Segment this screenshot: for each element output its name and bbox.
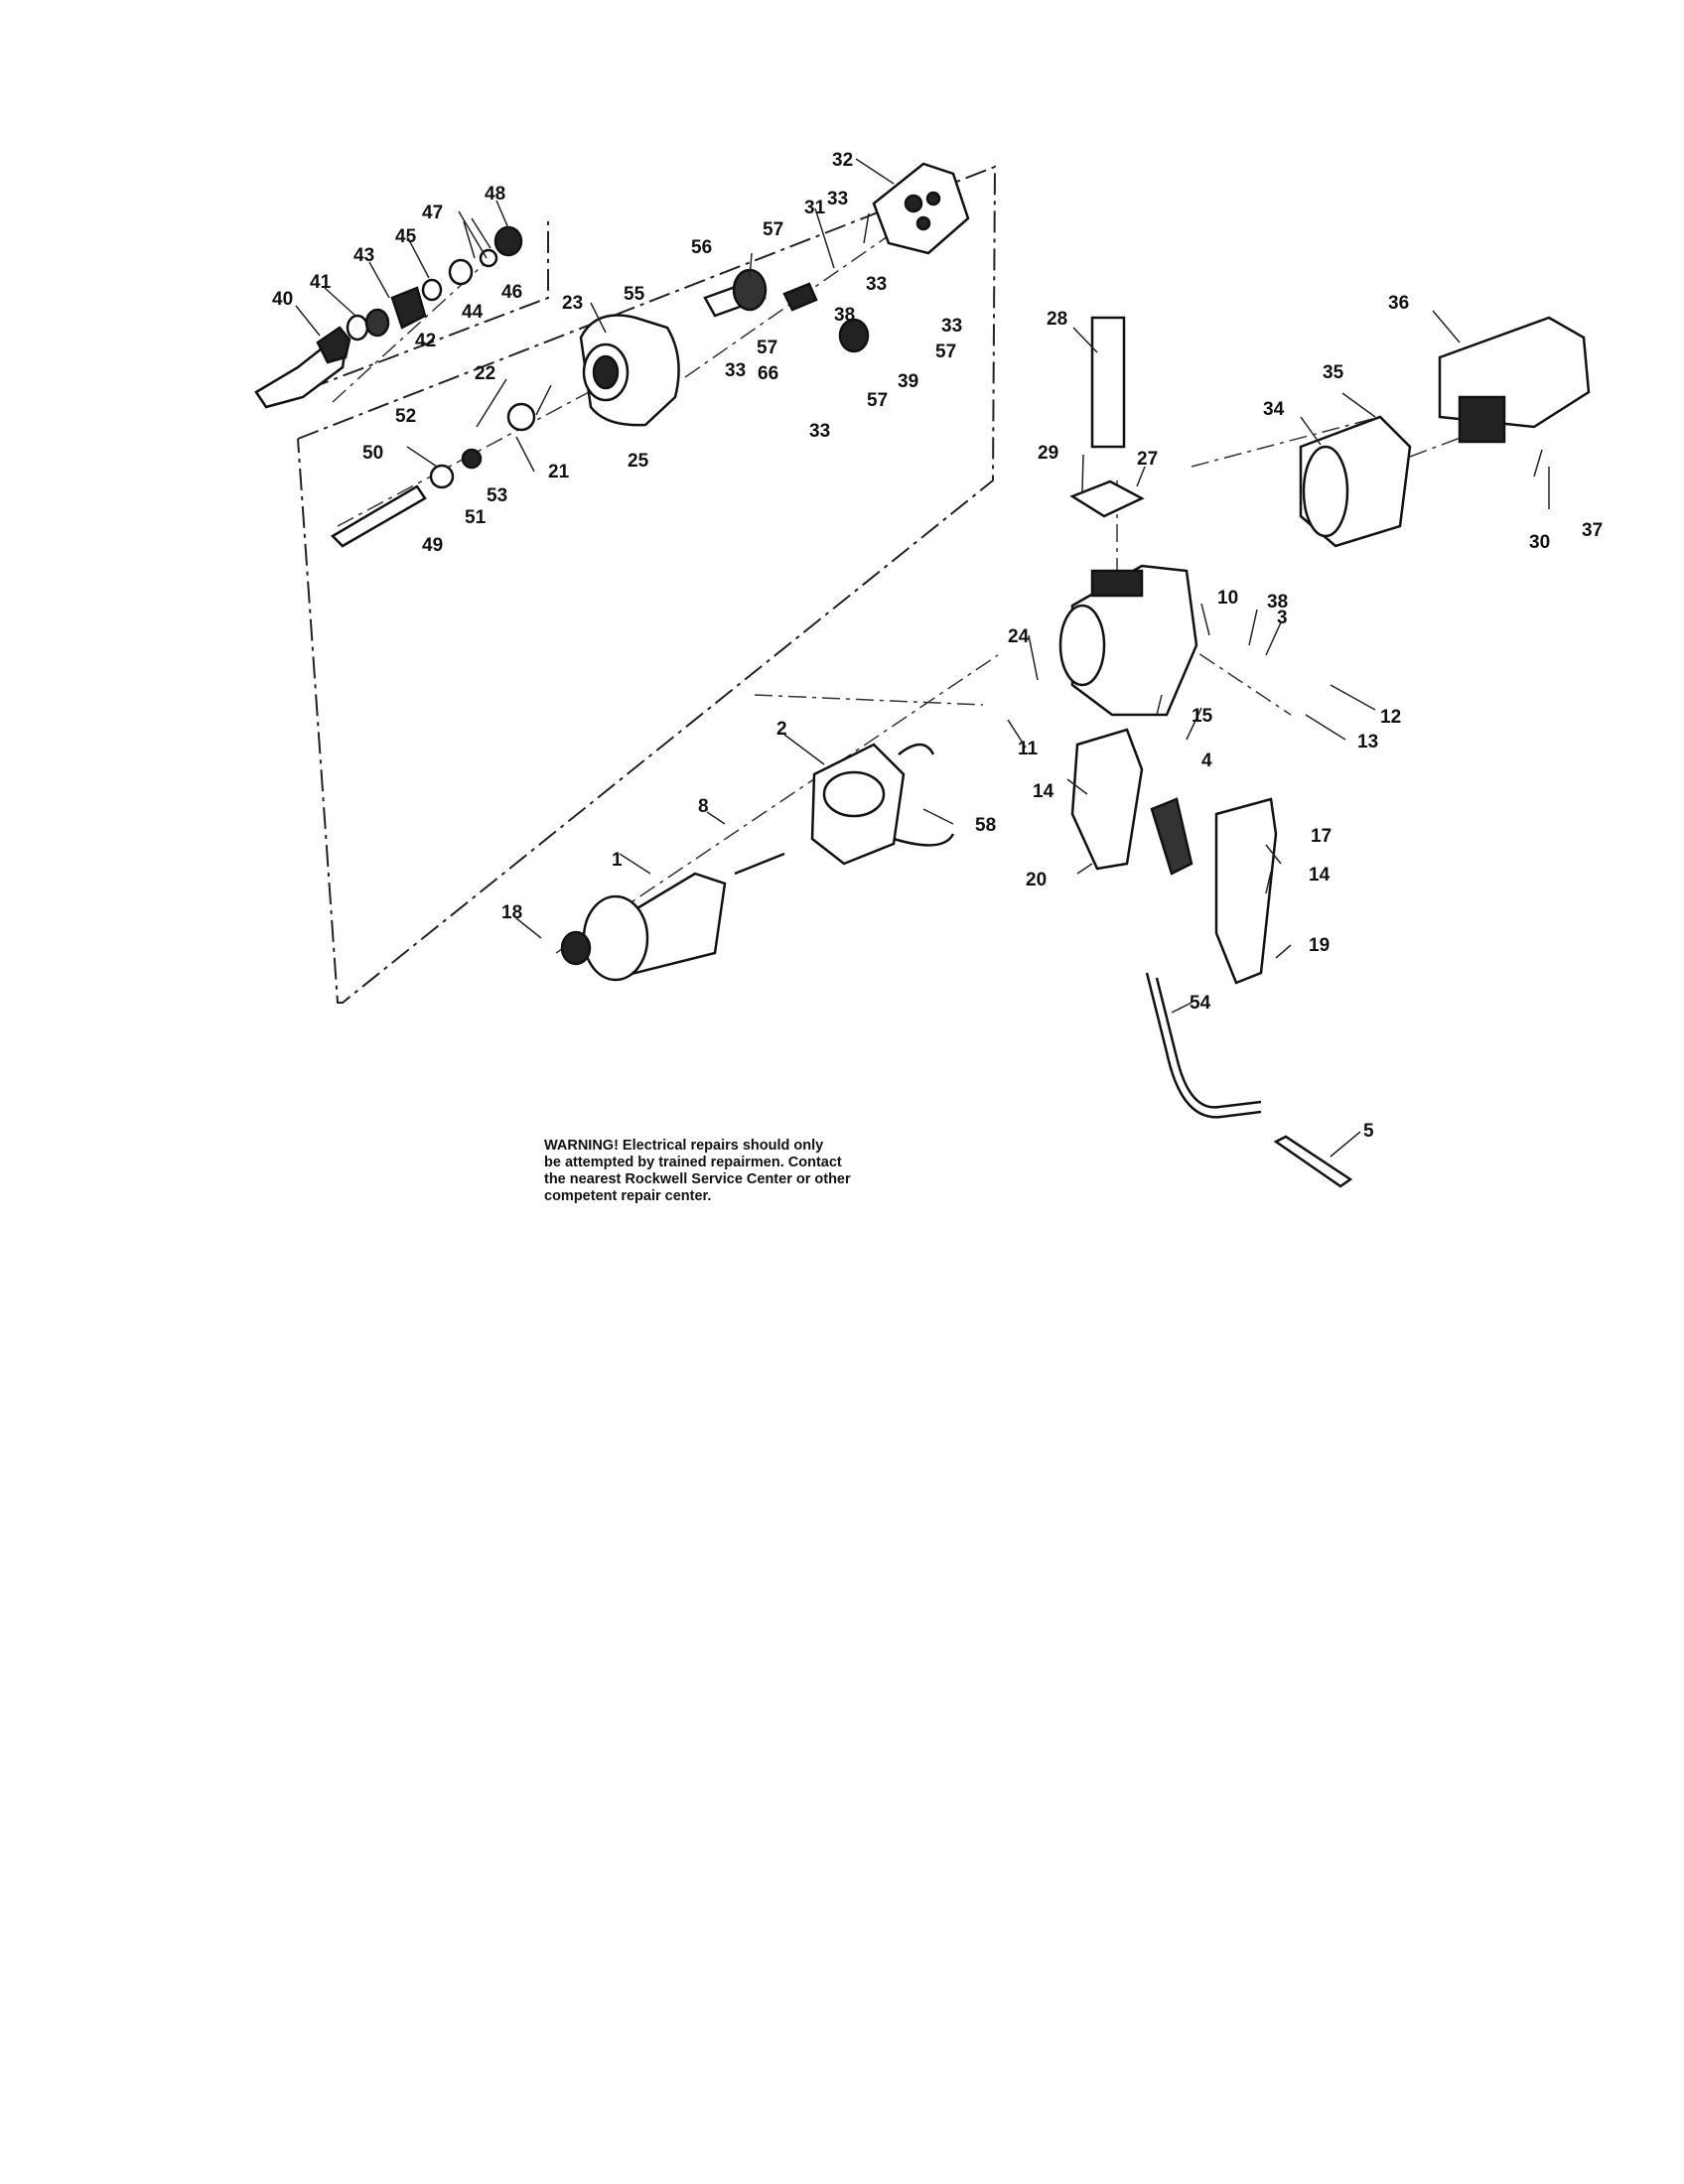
callout-39: 39: [898, 371, 918, 392]
callout-34: 34: [1263, 399, 1285, 420]
callout-57a: 57: [763, 219, 783, 240]
callout-38: 38: [834, 305, 855, 326]
callout-36: 36: [1388, 293, 1409, 314]
spindle-gear-stack-part: [346, 225, 523, 341]
callout-24: 24: [1008, 626, 1030, 647]
callout-18: 18: [501, 902, 522, 923]
callout-33a: 33: [827, 189, 848, 209]
gear-case-group-boundary: [297, 165, 997, 1004]
callout-50: 50: [362, 443, 383, 464]
callout-47: 47: [422, 203, 443, 223]
output-shaft-part: [330, 402, 536, 548]
callout-66: 66: [758, 363, 778, 384]
callout-25: 25: [628, 451, 649, 472]
callout-40: 40: [272, 289, 293, 310]
callout-17: 17: [1311, 826, 1332, 847]
callout-33d: 33: [725, 360, 746, 381]
chuck-part: [254, 326, 351, 409]
callout-13: 13: [1357, 732, 1378, 752]
callout-29: 29: [1038, 443, 1058, 464]
callout-1: 1: [612, 850, 623, 871]
callout-33c: 33: [941, 316, 962, 337]
callout-38b: 38: [1267, 592, 1288, 613]
callout-57d: 57: [867, 390, 888, 411]
callout-4: 4: [1201, 751, 1212, 771]
callout-56: 56: [691, 237, 712, 258]
callout-12: 12: [1380, 707, 1401, 728]
callout-46: 46: [501, 282, 522, 303]
leader-lines: [295, 158, 1550, 1158]
callout-49: 49: [422, 535, 443, 556]
callout-32: 32: [832, 150, 853, 171]
callout-labels: 40 41 43 42 45 44 47 46 48 23 55 56 57 3…: [272, 150, 1603, 1142]
callout-28: 28: [1047, 309, 1067, 330]
callout-27: 27: [1137, 449, 1158, 470]
field-coil-part: [810, 743, 955, 866]
callout-45: 45: [395, 226, 417, 247]
callout-10: 10: [1217, 588, 1238, 609]
gear-case-part: [579, 314, 680, 427]
bearing-plate-part: [872, 162, 970, 255]
callout-52: 52: [395, 406, 416, 427]
handle-part: [1070, 728, 1278, 985]
callout-21: 21: [548, 462, 570, 482]
callout-44: 44: [462, 302, 484, 323]
warning-line-2: be attempted by trained repairmen. Conta…: [544, 1155, 842, 1170]
armature-part: [560, 852, 785, 982]
callout-15: 15: [1192, 706, 1213, 727]
callout-20: 20: [1026, 870, 1047, 890]
callout-54: 54: [1190, 993, 1211, 1014]
callout-8: 8: [698, 796, 709, 817]
callout-57b: 57: [757, 338, 777, 358]
gear-cover-part: [1438, 316, 1591, 444]
callout-31: 31: [804, 198, 826, 218]
callout-42: 42: [415, 331, 436, 351]
warning-line-4: competent repair center.: [544, 1188, 712, 1204]
electrical-repair-warning: WARNING! Electrical repairs should only …: [544, 1138, 941, 1205]
callout-43: 43: [353, 245, 374, 266]
callout-11: 11: [1018, 739, 1039, 759]
drive-shaft-tube-part: [1069, 316, 1145, 518]
callout-51: 51: [465, 507, 487, 528]
callout-48: 48: [485, 184, 505, 205]
callout-2: 2: [776, 719, 787, 740]
callout-14a: 14: [1033, 781, 1054, 802]
callout-30: 30: [1529, 532, 1550, 553]
callout-53: 53: [487, 485, 507, 506]
callout-19: 19: [1309, 935, 1330, 956]
callout-55: 55: [624, 284, 645, 305]
callout-3: 3: [1277, 608, 1288, 628]
callout-5: 5: [1363, 1121, 1374, 1142]
chuck-group-boundary: [307, 216, 549, 390]
fan-shroud-part: [1299, 415, 1412, 548]
warning-line-3: the nearest Rockwell Service Center or o…: [544, 1171, 851, 1187]
motor-housing-part: [1058, 564, 1198, 717]
callout-57c: 57: [935, 341, 956, 362]
power-cord-part: [1145, 972, 1353, 1188]
callout-58: 58: [975, 815, 996, 836]
callout-37: 37: [1582, 520, 1603, 541]
callout-23: 23: [562, 293, 583, 314]
callout-35: 35: [1323, 362, 1344, 383]
callout-33e: 33: [809, 421, 830, 442]
callout-14b: 14: [1309, 865, 1331, 886]
warning-line-1: WARNING! Electrical repairs should only: [544, 1138, 824, 1154]
callout-22: 22: [475, 363, 495, 384]
callout-33b: 33: [866, 274, 887, 295]
callout-41: 41: [310, 272, 332, 293]
